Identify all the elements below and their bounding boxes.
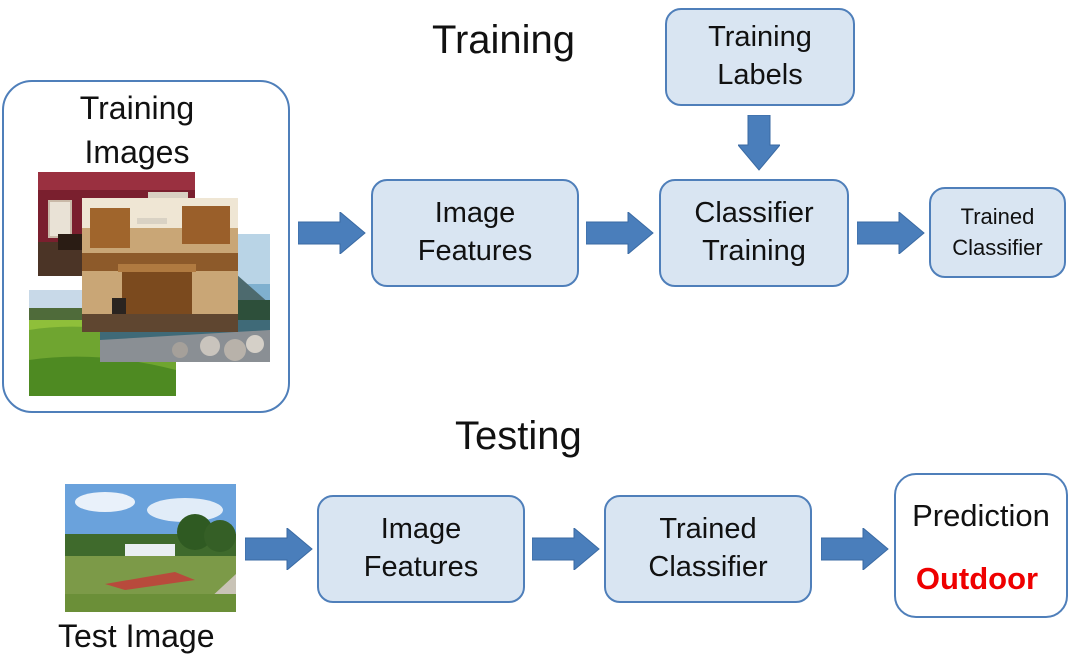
testing-trained-classifier-box: Trained Classifier <box>604 495 812 603</box>
arrow-test-image-to-features-icon <box>245 528 313 570</box>
trained-classifier-output-box: Trained Classifier <box>929 187 1066 278</box>
training-labels-box: Training Labels <box>665 8 855 106</box>
training-heading: Training <box>432 18 576 62</box>
arrow-features-to-trained-icon <box>532 528 600 570</box>
classifier-training-box: Classifier Training <box>659 179 849 287</box>
arrow-labels-to-classifier-icon <box>738 115 780 171</box>
testing-heading: Testing <box>455 414 582 458</box>
test-image <box>65 484 236 612</box>
arrow-images-to-features-icon <box>298 212 366 254</box>
testing-image-features-box: Image Features <box>317 495 525 603</box>
arrow-features-to-classifier-icon <box>586 212 654 254</box>
arrow-trained-to-prediction-icon <box>821 528 889 570</box>
training-image-kitchen <box>82 198 238 332</box>
test-image-label: Test Image <box>58 618 215 654</box>
training-image-features-box: Image Features <box>371 179 579 287</box>
training-images-title: Training Images <box>79 90 195 171</box>
prediction-box <box>894 473 1068 618</box>
prediction-value: Outdoor <box>915 561 1039 596</box>
prediction-label: Prediction <box>912 498 1050 533</box>
arrow-classifier-to-trained-icon <box>857 212 925 254</box>
